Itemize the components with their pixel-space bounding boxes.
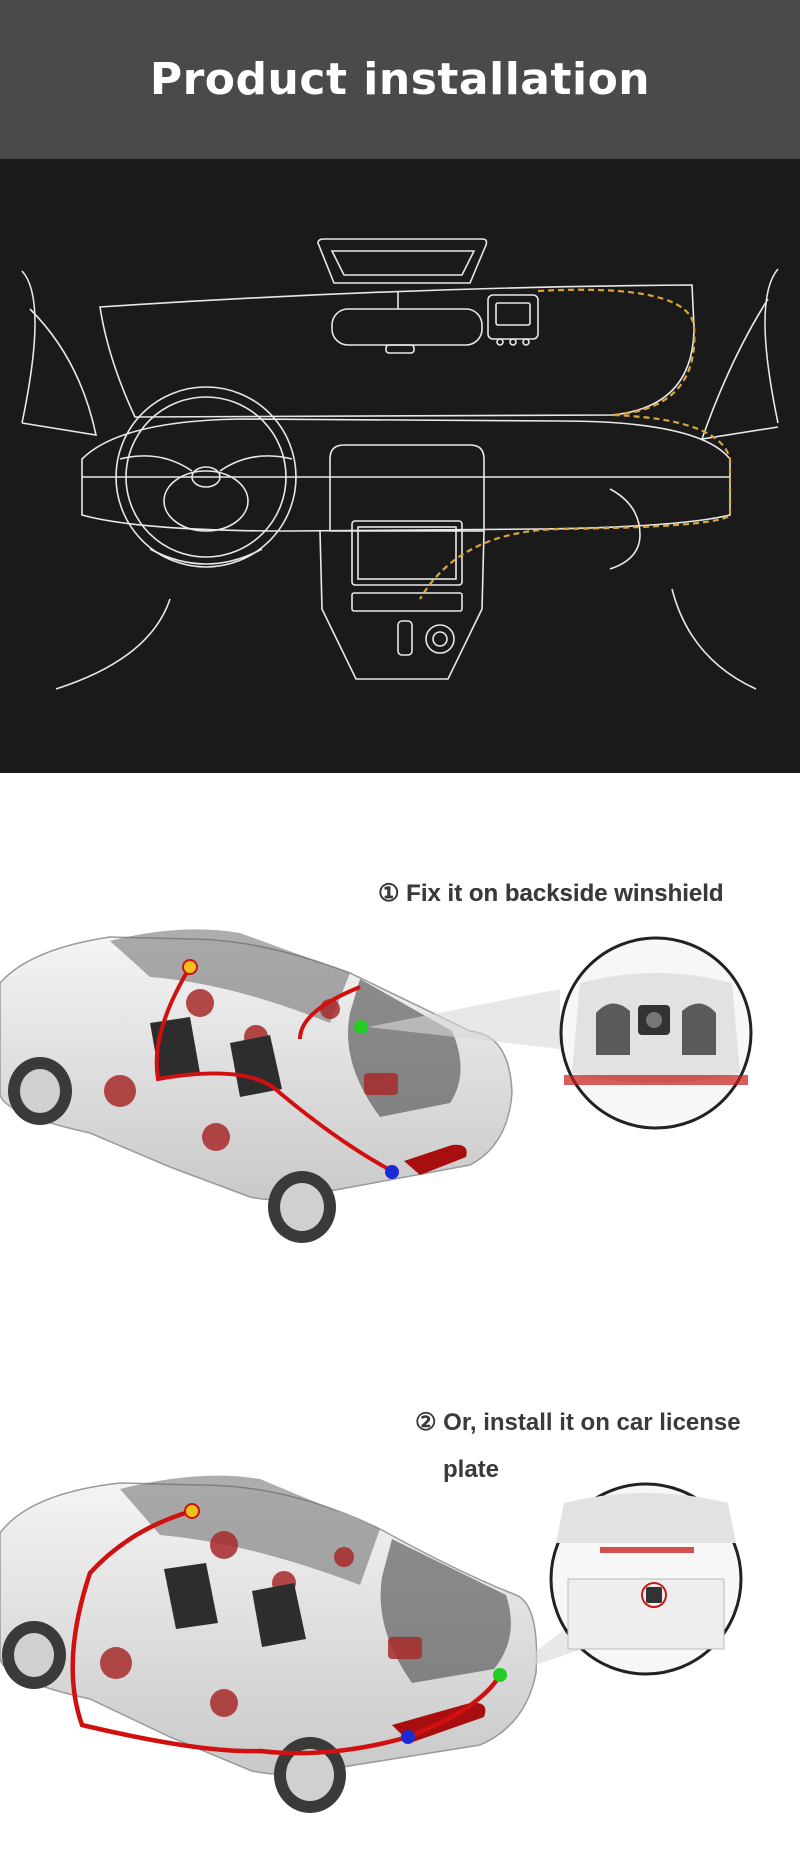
step-1-caption-overlay: ① Fix it on backside winshield [378, 880, 724, 907]
step-2-caption-line2: plate [443, 1456, 500, 1483]
step-1-caption: ① Fix it on backside winshield [378, 880, 724, 907]
page-title: Product installation [149, 54, 651, 105]
page-header: Product installation [0, 0, 800, 159]
step-1-section: ① Fix it on backside winshield [0, 773, 800, 1333]
step-2-caption: ② Or, install it on car license [415, 1409, 741, 1436]
dashboard-illustration [0, 159, 800, 773]
cable-route [419, 288, 732, 600]
cable-path [154, 965, 393, 1173]
car-illustration-license-plate [0, 1475, 743, 1813]
car-illustration-rear-window [0, 929, 753, 1243]
step-2-section: ② Or, install it on car license plate [0, 1333, 800, 1874]
dashboard-line-drawing [21, 238, 779, 690]
